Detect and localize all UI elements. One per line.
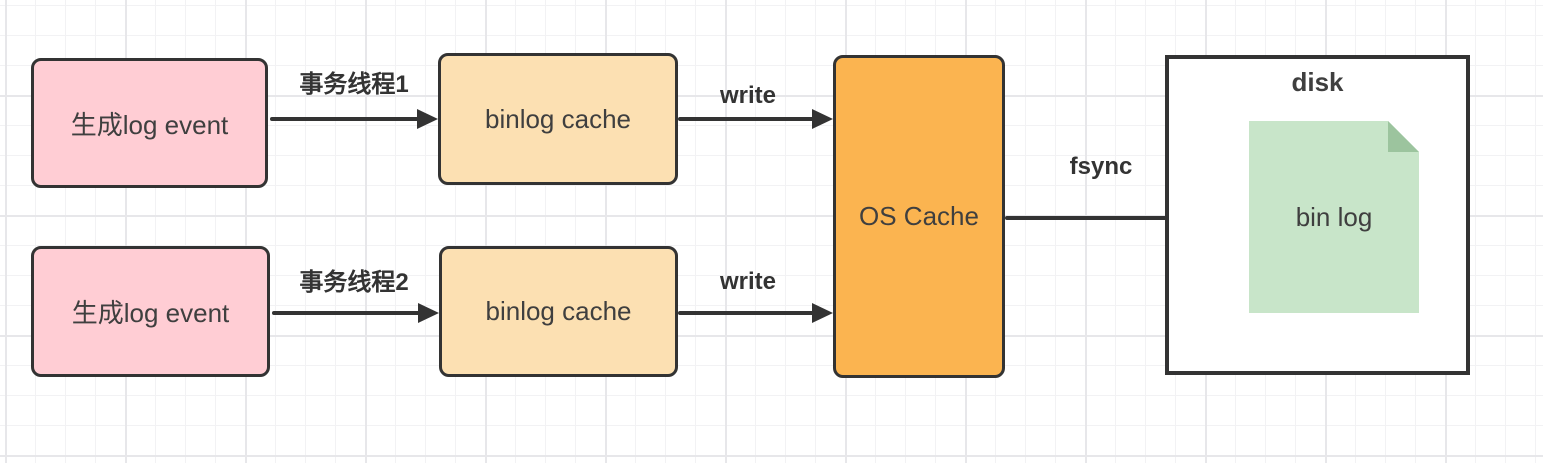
node-binlog-cache-1-label: binlog cache bbox=[485, 103, 631, 134]
arrow-shaft bbox=[678, 117, 816, 121]
node-disk-label: disk bbox=[1291, 67, 1344, 97]
arrow-shaft bbox=[1005, 216, 1232, 220]
arrowhead-icon bbox=[812, 109, 833, 129]
arrow-thread-2 bbox=[272, 303, 439, 323]
node-log-event-2: 生成log event bbox=[31, 246, 270, 377]
node-log-event-2-label: 生成log event bbox=[71, 298, 230, 328]
node-os-cache-label: OS Cache bbox=[859, 201, 979, 231]
arrow-shaft bbox=[272, 311, 422, 315]
arrow-shaft bbox=[270, 117, 421, 121]
arrow-write-2 bbox=[678, 303, 833, 323]
edge-label-write-2: write bbox=[719, 268, 777, 295]
node-binlog-cache-1: binlog cache bbox=[438, 53, 678, 185]
node-binlog-cache-2: binlog cache bbox=[439, 246, 678, 377]
edge-label-fsync: fsync bbox=[1069, 153, 1133, 180]
node-log-event-1: 生成log event bbox=[31, 58, 268, 188]
node-log-event-1-label: 生成log event bbox=[70, 109, 229, 140]
arrow-thread-1 bbox=[270, 109, 438, 129]
arrowhead-icon bbox=[812, 303, 833, 323]
node-binlog-cache-2-label: binlog cache bbox=[485, 296, 632, 326]
node-os-cache: OS Cache bbox=[833, 55, 1005, 378]
arrow-write-1 bbox=[678, 109, 833, 129]
binlog-file-label: bin log bbox=[1295, 201, 1373, 232]
edge-label-thread-1: 事务线程1 bbox=[299, 71, 409, 98]
edge-label-thread-2: 事务线程2 bbox=[299, 269, 409, 296]
binlog-file-icon: bin log bbox=[1249, 121, 1419, 313]
arrowhead-icon bbox=[418, 303, 439, 323]
arrow-shaft bbox=[678, 311, 816, 315]
edge-label-write-1: write bbox=[719, 82, 777, 109]
arrowhead-icon bbox=[417, 109, 438, 129]
